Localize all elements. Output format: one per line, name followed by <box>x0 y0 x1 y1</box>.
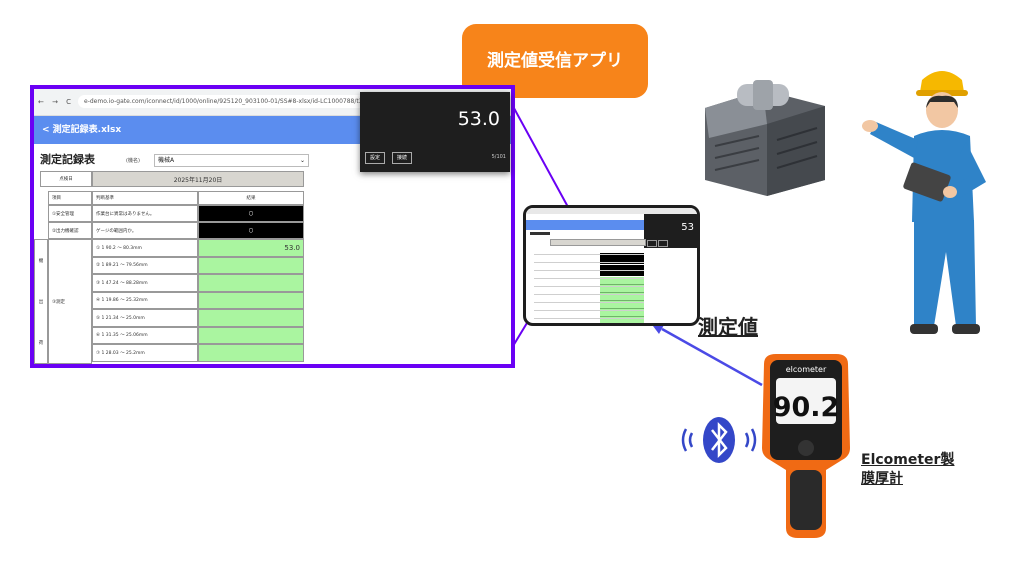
gauge-label-line1: Elcometer製 <box>861 452 955 468</box>
small-popup: 53 <box>644 214 697 248</box>
browser-window: ← → C e-demo.io-gate.com/iconnect/id/100… <box>30 85 515 368</box>
machine-label: (機名) <box>126 158 140 164</box>
measure-criteria: ② 1 89.21 ～ 79.56mm <box>92 256 198 274</box>
row1-result[interactable]: 〇 <box>198 205 304 222</box>
thickness-gauge-icon: elcometer 90.2 <box>762 354 850 538</box>
row1-item: ①安全管理 <box>48 205 92 222</box>
measure-result[interactable] <box>198 326 304 344</box>
url-field[interactable]: e-demo.io-gate.com/iconnect/id/1000/onli… <box>78 95 424 108</box>
small-popup-value: 53 <box>681 222 694 233</box>
small-address-bar <box>526 208 697 214</box>
small-device: 53 <box>523 205 700 326</box>
date-label: 点検日 <box>40 171 92 187</box>
measure-result[interactable] <box>198 344 304 362</box>
row2-result[interactable]: 〇 <box>198 222 304 239</box>
connect-button[interactable]: 接続 <box>392 152 412 164</box>
popup-value: 53.0 <box>457 108 500 130</box>
side-label: 出 <box>38 299 44 305</box>
doc-title: 測定記録表 <box>40 153 95 166</box>
row1-criteria: 作業台に異常はありません。 <box>92 205 198 222</box>
worker-icon <box>862 71 986 334</box>
measure-criteria: ⑥ 1 31.35 ～ 25.06mm <box>92 326 198 344</box>
col-item: 項目 <box>48 191 92 205</box>
col-criteria: 判断基準 <box>92 191 198 205</box>
machine-icon <box>705 80 825 196</box>
chevron-down-icon: ⌄ <box>299 157 305 164</box>
machine-select[interactable]: 機械A ⌄ <box>154 154 309 167</box>
side-label: 荷 <box>38 340 44 346</box>
small-header <box>526 220 697 230</box>
side-labels: 機 出 荷 <box>34 239 48 364</box>
col-result: 結果 <box>198 191 304 205</box>
small-title <box>530 232 550 235</box>
browser-nav-icons[interactable]: ← → C <box>38 98 75 106</box>
data-arrow-line <box>661 327 763 387</box>
measure-criteria: ④ 1 19.86 ～ 25.32mm <box>92 291 198 309</box>
measure-criteria: ⑤ 1 21.34 ～ 25.0mm <box>92 309 198 327</box>
measure-criteria: ① 1 90.2 ～ 80.3mm <box>92 239 198 257</box>
measure-result[interactable]: 53.0 <box>198 239 304 257</box>
gauge-reading: 90.2 <box>773 392 840 423</box>
measure-item: ③測定 <box>48 239 92 364</box>
measure-result[interactable] <box>198 309 304 327</box>
measure-criteria: ⑦ 1 28.03 ～ 25.2mm <box>92 344 198 362</box>
measure-result[interactable] <box>198 291 304 309</box>
receiver-popup: 53.0 設定 接続 5/101 <box>360 92 510 172</box>
small-date-bar <box>550 239 646 246</box>
measured-value-label: 測定値 <box>698 315 758 339</box>
measure-result[interactable] <box>198 256 304 274</box>
bluetooth-icon <box>681 417 757 463</box>
date-value[interactable]: 2025年11月20日 <box>92 171 304 187</box>
settings-button[interactable]: 設定 <box>365 152 385 164</box>
gauge-label: Elcometer製 膜厚計 <box>861 451 954 489</box>
row2-criteria: ゲージの範囲内か。 <box>92 222 198 239</box>
small-green-cells <box>600 277 644 323</box>
popup-count: 5/101 <box>491 154 506 160</box>
small-black-cell <box>600 265 644 276</box>
side-label: 機 <box>38 258 44 264</box>
small-btn <box>658 240 668 247</box>
gauge-brand: elcometer <box>786 365 827 374</box>
measure-criteria: ③ 1 47.24 ～ 88.28mm <box>92 274 198 292</box>
row2-item: ②出力機確認 <box>48 222 92 239</box>
gauge-label-line2: 膜厚計 <box>861 471 903 487</box>
measure-result[interactable] <box>198 274 304 292</box>
small-black-cell <box>600 253 644 264</box>
small-btn <box>647 240 657 247</box>
machine-select-value: 機械A <box>158 157 175 164</box>
